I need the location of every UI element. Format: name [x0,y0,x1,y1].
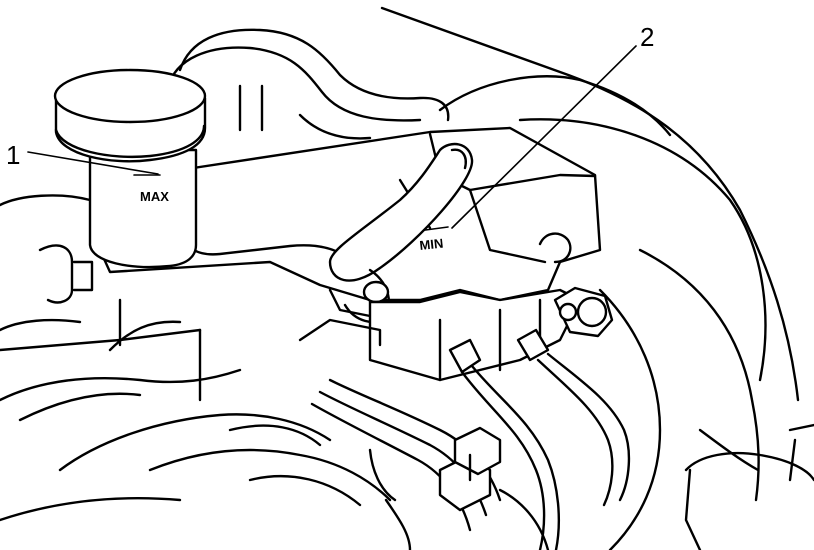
brake-booster [438,75,672,550]
upper-hoses [166,28,450,140]
reservoir-cap: MAX [53,68,207,269]
callout-1-number: 1 [6,140,20,170]
max-label: MAX [140,189,169,204]
reservoir-hose [328,142,474,312]
min-label: MIN [419,236,444,253]
callout-2-number: 2 [640,22,654,52]
left-structure [0,194,392,522]
master-cylinder-body [368,288,582,382]
level-sensor-connector [438,426,502,512]
lower-hoses [228,318,550,550]
callout-2-leader [451,45,637,229]
mounting-nut [538,232,614,338]
callout-1-leader [27,151,159,175]
brake-lines [310,328,631,550]
wheel-housing [380,6,814,550]
